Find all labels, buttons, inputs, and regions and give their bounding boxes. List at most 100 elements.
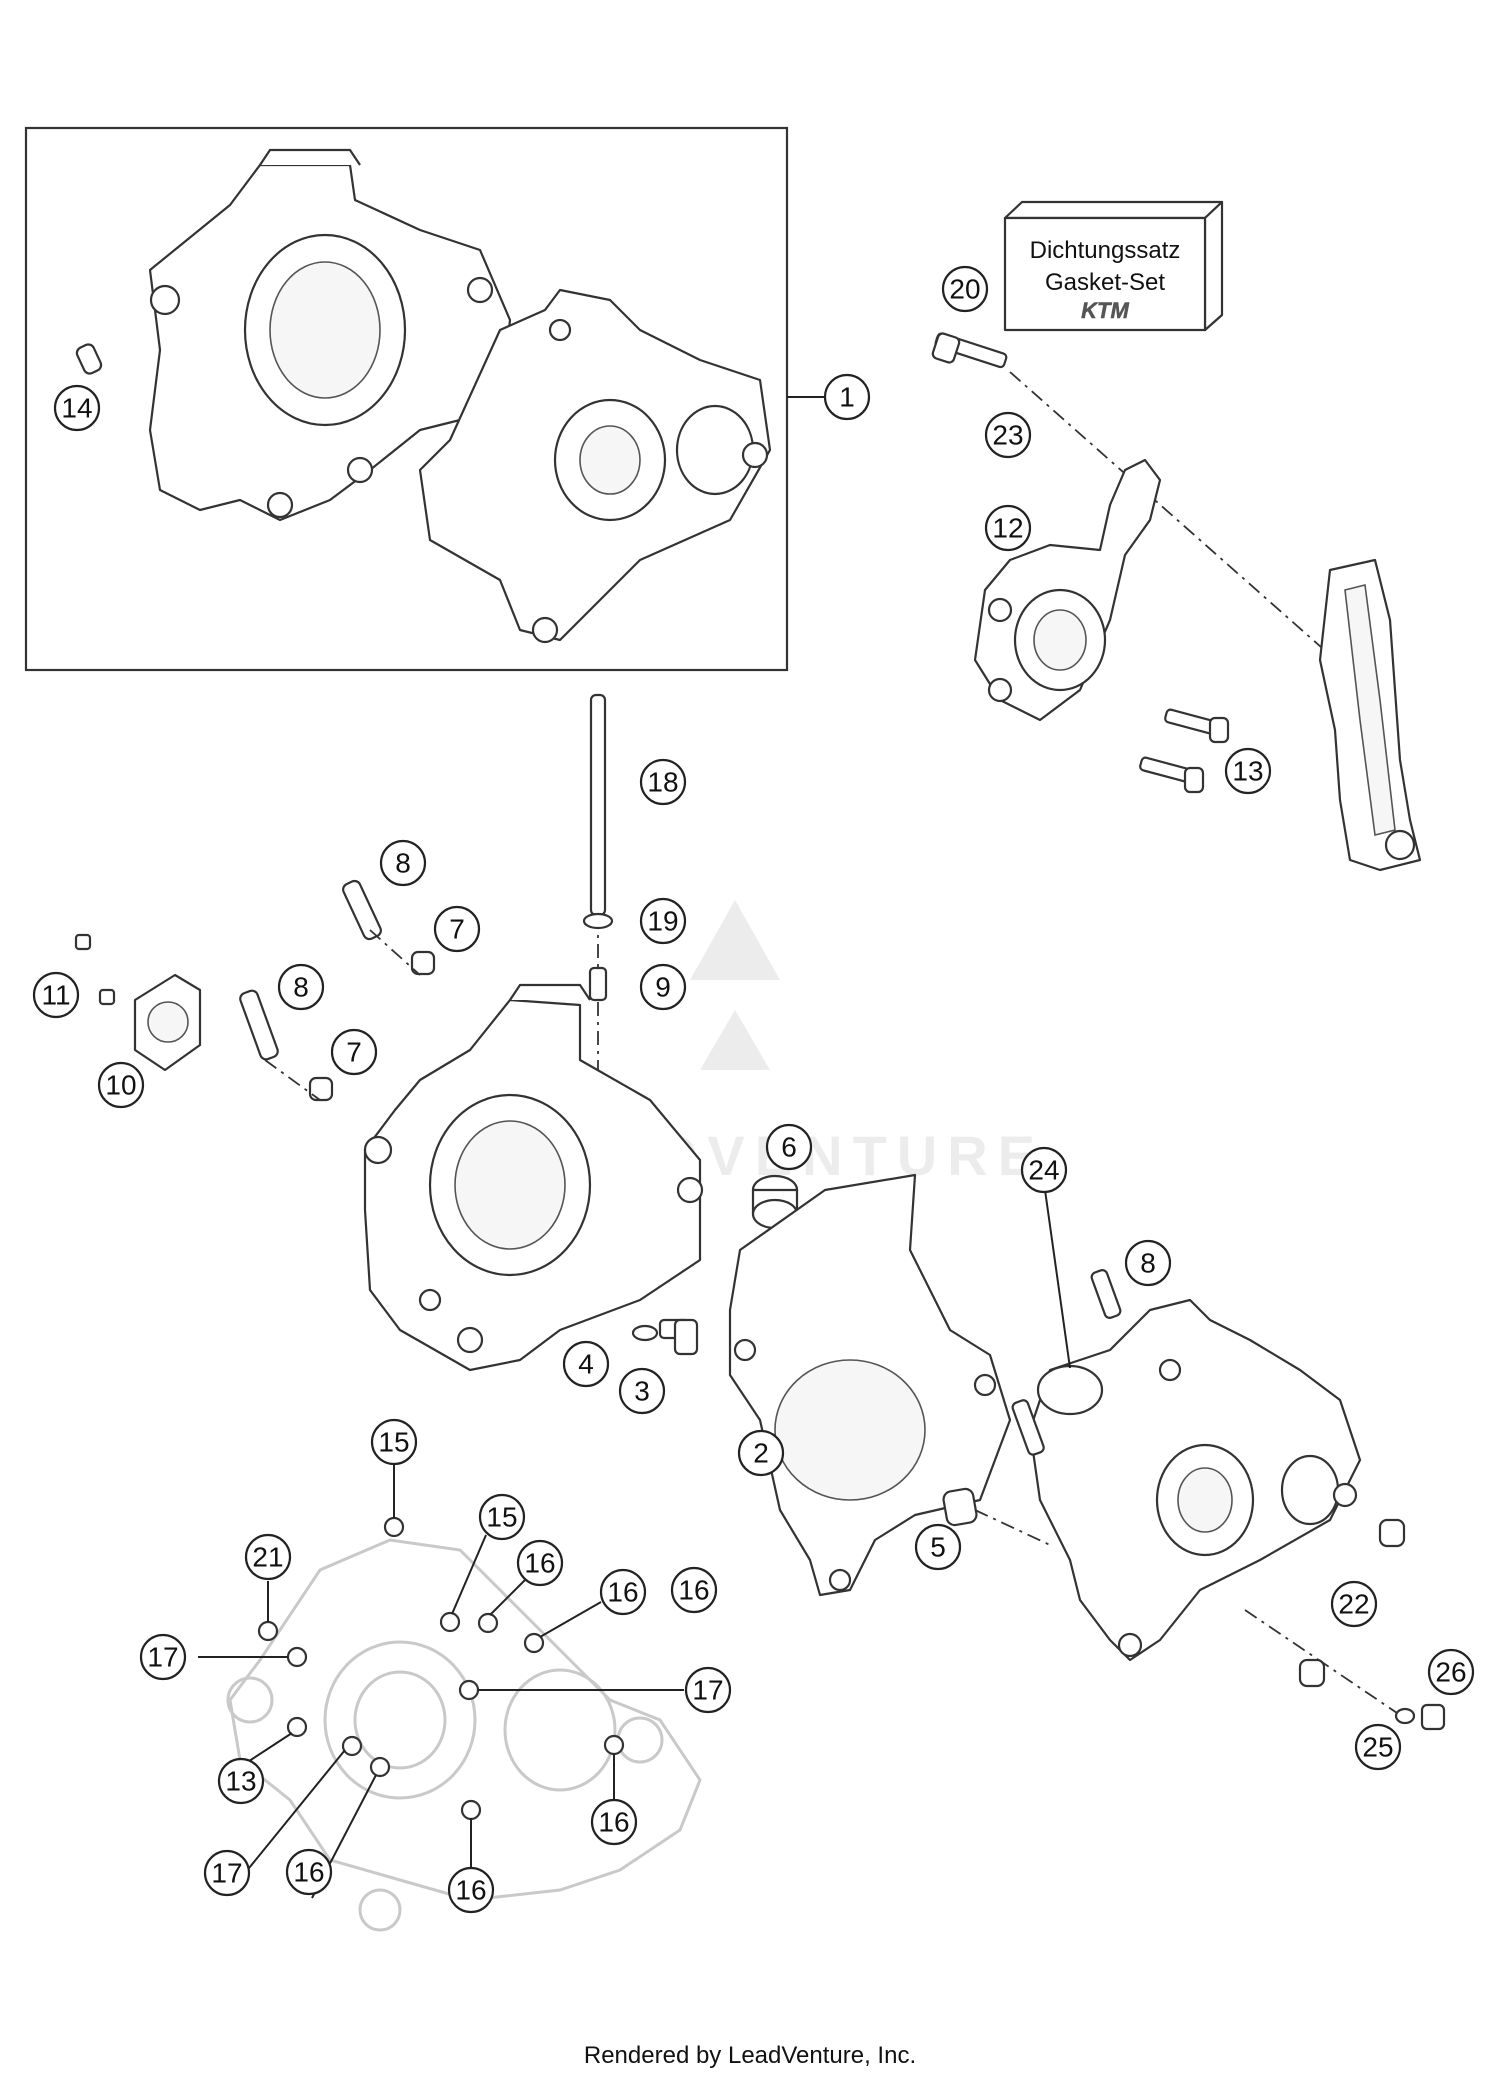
callout-16a: 16 [516, 1539, 564, 1587]
dowel-pins-8 [239, 879, 382, 1061]
callout-13b: 13 [217, 1757, 265, 1805]
callout-17b: 17 [684, 1666, 732, 1714]
svg-text:1: 1 [839, 382, 855, 413]
kit-right-crankcase [418, 288, 772, 644]
callout-15b: 15 [478, 1493, 526, 1541]
callout-23: 23 [984, 411, 1032, 459]
washer-25 [1394, 1707, 1416, 1725]
svg-text:6: 6 [781, 1132, 797, 1163]
callout-7b: 7 [330, 1028, 378, 1076]
svg-text:17: 17 [692, 1675, 723, 1706]
callout-3: 3 [618, 1367, 666, 1415]
sleeve-5 [942, 1487, 1051, 1546]
svg-text:10: 10 [105, 1070, 136, 1101]
svg-text:4: 4 [578, 1349, 594, 1380]
svg-text:24: 24 [1028, 1155, 1059, 1186]
callout-16c: 16 [590, 1798, 638, 1846]
svg-text:8: 8 [293, 972, 309, 1003]
callout-16f: 16 [670, 1566, 718, 1614]
gasket-set-box: Dichtungssatz Gasket-Set KTM [1003, 200, 1224, 332]
callout-17c: 17 [203, 1849, 251, 1897]
callout-26: 26 [1427, 1648, 1475, 1696]
screws-13-upper [1139, 708, 1230, 794]
crankcase-bolts [257, 1516, 625, 1821]
plug-26 [1420, 1703, 1446, 1731]
svg-text:26: 26 [1435, 1657, 1466, 1688]
svg-text:17: 17 [147, 1642, 178, 1673]
callout-18: 18 [639, 758, 687, 806]
bearing-bracket-12 [973, 458, 1162, 722]
svg-text:12: 12 [992, 513, 1023, 544]
drain-plug-3 [658, 1318, 699, 1356]
callout-20: 20 [941, 265, 989, 313]
cover-10 [133, 973, 202, 1072]
callout-21: 21 [244, 1533, 292, 1581]
callout-16e: 16 [447, 1866, 495, 1914]
callout-1: 1 [823, 373, 871, 421]
svg-text:16: 16 [455, 1875, 486, 1906]
callout-14: 14 [53, 384, 101, 432]
svg-text:21: 21 [252, 1542, 283, 1573]
svg-text:15: 15 [378, 1427, 409, 1458]
callout-15a: 15 [370, 1418, 418, 1466]
callout-8b: 8 [277, 963, 325, 1011]
svg-text:25: 25 [1362, 1732, 1393, 1763]
left-crankcase-half [363, 983, 704, 1372]
callout-13a: 13 [1224, 747, 1272, 795]
svg-text:22: 22 [1338, 1589, 1369, 1620]
svg-text:3: 3 [634, 1376, 650, 1407]
svg-text:16: 16 [678, 1575, 709, 1606]
callout-11: 11 [32, 971, 80, 1019]
svg-text:16: 16 [607, 1577, 638, 1608]
callout-6: 6 [765, 1123, 813, 1171]
svg-text:11: 11 [41, 980, 70, 1011]
bolt-23 [931, 332, 1008, 369]
callout-22: 22 [1330, 1580, 1378, 1628]
circlip-24 [1036, 1189, 1104, 1416]
breather-nipple-9 [588, 966, 608, 1002]
svg-text:9: 9 [655, 972, 671, 1003]
callout-5: 5 [914, 1523, 962, 1571]
svg-text:16: 16 [293, 1857, 324, 1888]
callout-24: 24 [1020, 1146, 1068, 1194]
right-crankcase-half [1028, 1298, 1362, 1662]
crankcase-guard-plate [1318, 558, 1422, 872]
callout-7a: 7 [433, 905, 481, 953]
dowel-pin-14 [75, 343, 103, 375]
footer-credit: Rendered by LeadVenture, Inc. [583, 2042, 917, 2069]
svg-text:23: 23 [992, 420, 1023, 451]
svg-text:19: 19 [647, 906, 678, 937]
svg-text:2: 2 [753, 1438, 769, 1469]
washer-19 [582, 912, 614, 930]
dowel-pins-8-right [1011, 1269, 1122, 1456]
callout-2: 2 [737, 1429, 785, 1477]
callout-19: 19 [639, 897, 687, 945]
callout-9: 9 [639, 963, 687, 1011]
svg-text:14: 14 [61, 393, 92, 424]
svg-text:17: 17 [211, 1858, 242, 1889]
svg-text:5: 5 [930, 1532, 946, 1563]
callout-16d: 16 [285, 1848, 333, 1896]
washer-4 [631, 1324, 659, 1342]
callout-8a: 8 [379, 839, 427, 887]
svg-text:15: 15 [486, 1502, 517, 1533]
gasket-box-line1: Dichtungssatz [1030, 237, 1181, 264]
svg-text:18: 18 [647, 767, 678, 798]
svg-text:7: 7 [449, 914, 465, 945]
svg-text:7: 7 [346, 1037, 362, 1068]
crankcase-gasket-2 [728, 1173, 1012, 1597]
stud-18 [589, 693, 607, 1110]
kit-left-crankcase [148, 148, 512, 522]
svg-text:16: 16 [524, 1548, 555, 1579]
svg-text:8: 8 [395, 848, 411, 879]
callout-17a: 17 [139, 1633, 187, 1681]
callout-12: 12 [984, 504, 1032, 552]
screws-11 [74, 933, 116, 1006]
svg-text:20: 20 [949, 274, 980, 305]
callout-25: 25 [1354, 1723, 1402, 1771]
gasket-box-line2: Gasket-Set [1045, 269, 1165, 296]
callout-10: 10 [97, 1061, 145, 1109]
gasket-box-brand: KTM [1081, 298, 1129, 323]
callout-4: 4 [562, 1340, 610, 1388]
